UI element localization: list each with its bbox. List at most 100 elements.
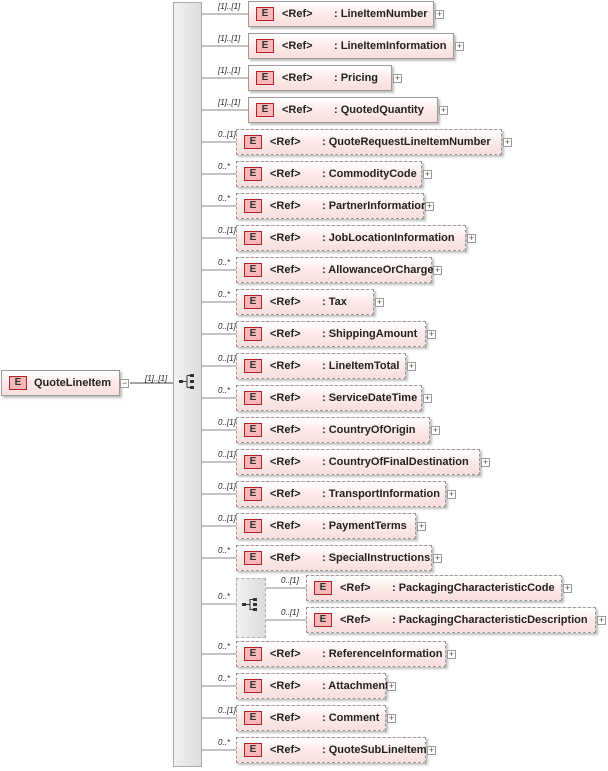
cardinality-label: [1]..[1]	[218, 34, 241, 43]
ref-label: <Ref>	[270, 328, 301, 340]
cardinality-label: 0..[1]	[218, 226, 236, 235]
element-badge-icon: E	[314, 581, 332, 595]
element-badge-icon: E	[256, 39, 274, 53]
element-ref-box[interactable]: E <Ref> : TransportInformation	[236, 481, 446, 507]
element-ref-box[interactable]: E<Ref>: JobLocationInformation	[236, 225, 466, 251]
element-ref-box[interactable]: E<Ref>: AllowanceOrCharge	[236, 257, 433, 283]
ref-label: <Ref>	[270, 552, 301, 564]
element-ref-box[interactable]: E<Ref>: Tax	[236, 289, 374, 315]
ref-label: <Ref>	[270, 680, 301, 692]
sequence-icon	[179, 374, 197, 390]
expand-icon[interactable]: +	[423, 169, 432, 179]
element-ref-box[interactable]: E<Ref>: PaymentTerms	[236, 513, 416, 539]
group-sequence-compositor	[236, 578, 266, 638]
element-name: : JobLocationInformation	[322, 232, 455, 244]
element-ref-box[interactable]: E<Ref>: QuoteSubLineItem	[236, 737, 427, 763]
expand-icon[interactable]: +	[467, 233, 476, 243]
element-ref-box[interactable]: E<Ref>: LineItemTotal	[236, 353, 406, 379]
element-name: : ServiceDateTime	[322, 392, 418, 404]
element-ref-box[interactable]: E<Ref>: LineItemNumber	[248, 1, 434, 27]
element-badge-icon: E	[256, 7, 274, 21]
expand-icon[interactable]: +	[423, 393, 432, 403]
expand-icon[interactable]: +	[503, 137, 512, 147]
element-name: : ShippingAmount	[322, 328, 418, 340]
expand-icon[interactable]: +	[439, 105, 448, 115]
ref-label: <Ref>	[282, 8, 313, 20]
element-badge-icon: E	[244, 711, 262, 725]
element-name: : LineItemInformation	[334, 40, 447, 52]
element-name: : Pricing	[334, 72, 379, 84]
element-ref-box[interactable]: E<Ref>: CountryOfFinalDestination	[236, 449, 480, 475]
element-ref-box[interactable]: E<Ref>: SpecialInstructions	[236, 545, 432, 571]
expand-icon[interactable]: +	[455, 41, 464, 51]
ref-label: <Ref>	[270, 264, 301, 276]
expand-icon[interactable]: +	[447, 649, 456, 659]
element-ref-box[interactable]: E<Ref>: PackagingCharacteristicCode	[306, 575, 562, 601]
element-badge-icon: E	[244, 391, 262, 405]
cardinality-label: 0..[1]	[218, 706, 236, 715]
element-ref-box[interactable]: E <Ref> : Attachment	[236, 673, 389, 699]
element-badge-icon: E	[244, 679, 262, 693]
element-name: : Tax	[322, 296, 347, 308]
element-name: : PartnerInformation	[322, 200, 428, 212]
element-badge-icon: E	[244, 231, 262, 245]
element-name: : SpecialInstructions	[322, 552, 431, 564]
element-name: : ReferenceInformation	[322, 648, 443, 660]
expand-icon[interactable]: +	[597, 615, 606, 625]
expand-icon[interactable]: +	[433, 265, 442, 275]
element-ref-box[interactable]: E<Ref>: ReferenceInformation	[236, 641, 446, 667]
expand-icon[interactable]: +	[435, 9, 444, 19]
expand-icon[interactable]: +	[393, 73, 402, 83]
ref-label: <Ref>	[270, 200, 301, 212]
root-element-box[interactable]: E QuoteLineItem	[1, 370, 120, 396]
ref-label: <Ref>	[270, 360, 301, 372]
expand-icon[interactable]: +	[427, 329, 436, 339]
element-ref-box[interactable]: E<Ref>: QuotedQuantity	[248, 97, 438, 123]
cardinality-label: 0..[1]	[218, 130, 236, 139]
element-name: : QuoteRequestLineItemNumber	[322, 136, 491, 148]
expand-icon[interactable]: +	[407, 361, 416, 371]
expand-icon[interactable]: +	[427, 745, 436, 755]
element-badge-icon: E	[244, 487, 262, 501]
element-name: : QuotedQuantity	[334, 104, 424, 116]
cardinality-label: 0..*	[218, 290, 231, 299]
expand-icon[interactable]: +	[375, 297, 384, 307]
expand-icon[interactable]: +	[387, 681, 396, 691]
element-ref-box[interactable]: E<Ref>: QuoteRequestLineItemNumber	[236, 129, 502, 155]
cardinality-label: 0..*	[218, 194, 231, 203]
ref-label: <Ref>	[270, 296, 301, 308]
element-ref-box[interactable]: E<Ref>: ShippingAmount	[236, 321, 426, 347]
element-ref-box[interactable]: E<Ref>: PackagingCharacteristicDescripti…	[306, 607, 596, 633]
element-badge-icon: E	[244, 263, 262, 277]
collapse-icon[interactable]: −	[120, 378, 129, 388]
expand-icon[interactable]: +	[563, 583, 572, 593]
cardinality-label: 0..[1]	[218, 482, 236, 491]
cardinality-label: 0..*	[218, 592, 231, 601]
element-ref-box[interactable]: E<Ref>: PartnerInformation	[236, 193, 428, 219]
expand-icon[interactable]: +	[481, 457, 490, 467]
root-element-name: QuoteLineItem	[34, 377, 112, 389]
element-name: : PackagingCharacteristicCode	[392, 582, 555, 594]
expand-icon[interactable]: +	[387, 713, 396, 723]
element-ref-box[interactable]: E<Ref>: CommodityCode	[236, 161, 422, 187]
expand-icon[interactable]: +	[433, 553, 442, 563]
element-ref-box[interactable]: E<Ref>: CountryOfOrigin	[236, 417, 430, 443]
element-ref-box[interactable]: E<Ref>: ServiceDateTime	[236, 385, 422, 411]
element-name: : TransportInformation	[322, 488, 440, 500]
element-ref-box[interactable]: E<Ref>: Pricing	[248, 65, 392, 91]
element-name: : Attachment	[322, 680, 389, 692]
expand-icon[interactable]: +	[425, 201, 434, 211]
ref-label: <Ref>	[282, 104, 313, 116]
expand-icon[interactable]: +	[447, 489, 456, 499]
ref-label: <Ref>	[270, 424, 301, 436]
cardinality-label: 0..[1]	[218, 418, 236, 427]
element-badge-icon: E	[9, 376, 27, 390]
expand-icon[interactable]: +	[431, 425, 440, 435]
ref-label: <Ref>	[270, 488, 301, 500]
element-ref-box[interactable]: E<Ref>: LineItemInformation	[248, 33, 454, 59]
element-ref-box[interactable]: E<Ref>: Comment	[236, 705, 386, 731]
expand-icon[interactable]: +	[417, 521, 426, 531]
cardinality-label: 0..*	[218, 546, 231, 555]
element-name: : CountryOfOrigin	[322, 424, 416, 436]
